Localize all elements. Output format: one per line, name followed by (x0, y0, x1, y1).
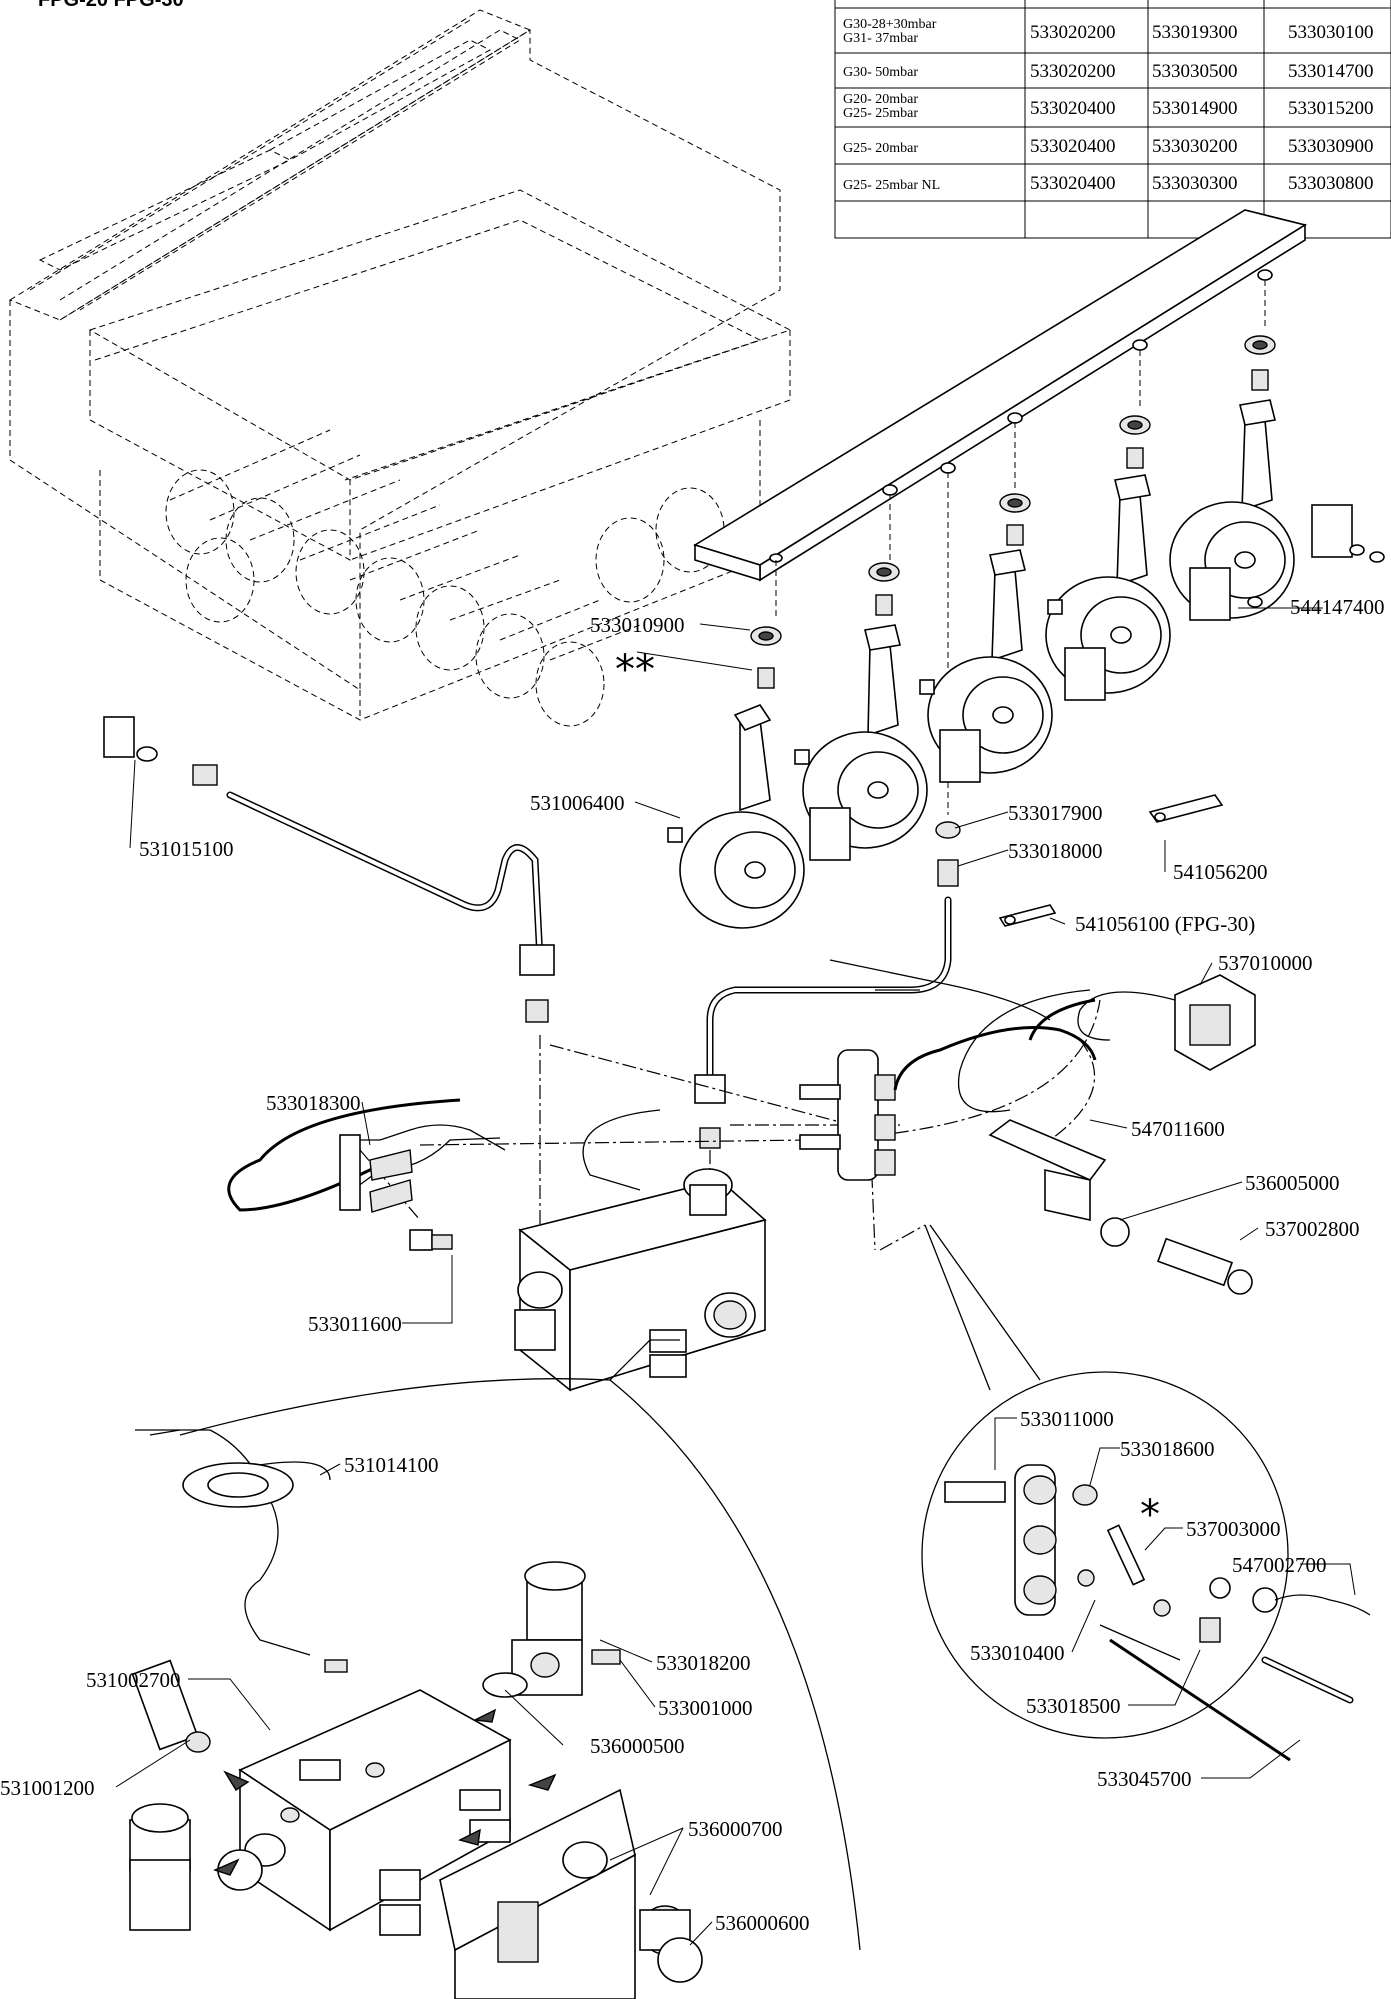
table-row-3-c2: 533014900 (1152, 98, 1238, 119)
part-label-533001000: 533001000 (658, 1696, 753, 1720)
manifold-nozzles (750, 335, 1276, 689)
main-gas-tube (694, 821, 961, 1149)
burner-5 (1169, 399, 1385, 621)
table-row-3-gas-b: G25- 25mbar (843, 106, 918, 121)
part-label-536000700: 536000700 (688, 1817, 783, 1841)
part-label-547002700: 547002700 (1232, 1553, 1327, 1577)
table-row-3-c1: 533020400 (1030, 98, 1116, 119)
valve-enlargement (129, 1339, 861, 1999)
burners (667, 399, 1385, 929)
part-label-536005000: 536005000 (1245, 1171, 1340, 1195)
nozzle-3 (999, 493, 1031, 546)
table-row-4-gas: G25- 20mbar (843, 141, 918, 156)
table-row-5-c2: 533030300 (1152, 173, 1238, 194)
burner-4 (1045, 474, 1171, 701)
table-row-5-c1: 533020400 (1030, 173, 1116, 194)
part-label-531015100: 531015100 (139, 837, 234, 861)
diagram-title: FPG-20 FPG-30 (38, 0, 184, 11)
part-label-533018500: 533018500 (1026, 1694, 1121, 1718)
table-row-3-c3: 533015200 (1288, 98, 1374, 119)
part-label-531014100: 531014100 (344, 1453, 439, 1477)
part-label-544147400: 544147400 (1290, 595, 1385, 619)
part-label-541056200: 541056200 (1173, 860, 1268, 884)
nozzle-5 (1244, 335, 1276, 391)
part-label-531002700: 531002700 (86, 1668, 181, 1692)
part-label-533018200: 533018200 (656, 1651, 751, 1675)
part-label-533017900: 533017900 (1008, 801, 1103, 825)
nozzle-4 (1119, 415, 1151, 469)
table-row-4-c3: 533030900 (1288, 136, 1374, 157)
table-row-5-c3: 533030800 (1288, 173, 1374, 194)
part-label-541056100: 541056100 (FPG-30) (1075, 912, 1255, 936)
table-row-1-gas-b: G31- 37mbar (843, 31, 918, 46)
burner-3 (919, 549, 1053, 783)
part-label-533011000: 533011000 (1020, 1407, 1114, 1431)
part-label-533018000: 533018000 (1008, 839, 1103, 863)
burner-1 (667, 704, 805, 929)
table-row-4-c2: 533030200 (1152, 136, 1238, 157)
nozzle-1 (750, 626, 782, 689)
part-label-533018300: 533018300 (266, 1091, 361, 1115)
nozzle-table: G30-28+30mbar G31- 37mbar 533020200 5330… (834, 0, 1391, 239)
table-row-2-c3: 533014700 (1288, 61, 1374, 82)
part-label-547011600: 547011600 (1131, 1117, 1225, 1141)
thermostat (958, 974, 1256, 1141)
part-label-533011600: 533011600 (308, 1312, 402, 1336)
part-label-537002800: 537002800 (1265, 1217, 1360, 1241)
part-label-533018600: 533018600 (1120, 1437, 1215, 1461)
clip-brackets (998, 794, 1224, 927)
part-label-533010900: 533010900 (590, 613, 685, 637)
table-row-1-c3: 533030100 (1288, 22, 1374, 43)
leader-lines (115, 607, 1356, 1946)
part-label-531001200: 531001200 (0, 1776, 95, 1800)
double-asterisk-marker: ** (615, 647, 655, 693)
table-row-4-c1: 533020400 (1030, 136, 1116, 157)
asterisk-marker: * (1140, 1492, 1160, 1538)
part-label-533045700: 533045700 (1097, 1767, 1192, 1791)
part-label-536000500: 536000500 (590, 1734, 685, 1758)
part-label-536000600: 536000600 (715, 1911, 810, 1935)
table-row-3-gas-a: G20- 20mbar (843, 92, 918, 107)
part-label-537010000: 537010000 (1218, 951, 1313, 975)
burner-2 (794, 624, 928, 861)
table-row-2-gas: G30- 50mbar (843, 65, 918, 80)
table-row-1-c2: 533019300 (1152, 22, 1238, 43)
pilot-burner-assembly (799, 959, 1097, 1181)
nozzle-2 (868, 562, 900, 616)
gas-manifold-bar (693, 209, 1308, 582)
fryer-body-phantom (8, 9, 792, 727)
detail-callout-pilot (879, 1224, 1371, 1762)
pilot-gas-tube (103, 716, 555, 1023)
ignition-unit (988, 1119, 1253, 1295)
part-label-533010400: 533010400 (970, 1641, 1065, 1665)
part-number-labels: 533010900 544147400 531015100 531006400 … (0, 595, 1385, 1935)
table-row-5-gas: G25- 25mbar NL (843, 178, 940, 193)
table-row-1-c1: 533020200 (1030, 22, 1116, 43)
table-row-2-c1: 533020200 (1030, 61, 1116, 82)
table-row-1-gas-a: G30-28+30mbar (843, 17, 937, 32)
part-label-531006400: 531006400 (530, 791, 625, 815)
thermocouple-wiring (227, 1098, 506, 1251)
part-label-537003000: 537003000 (1186, 1517, 1281, 1541)
table-row-2-c2: 533030500 (1152, 61, 1238, 82)
gas-control-valve-upper (514, 1109, 767, 1392)
